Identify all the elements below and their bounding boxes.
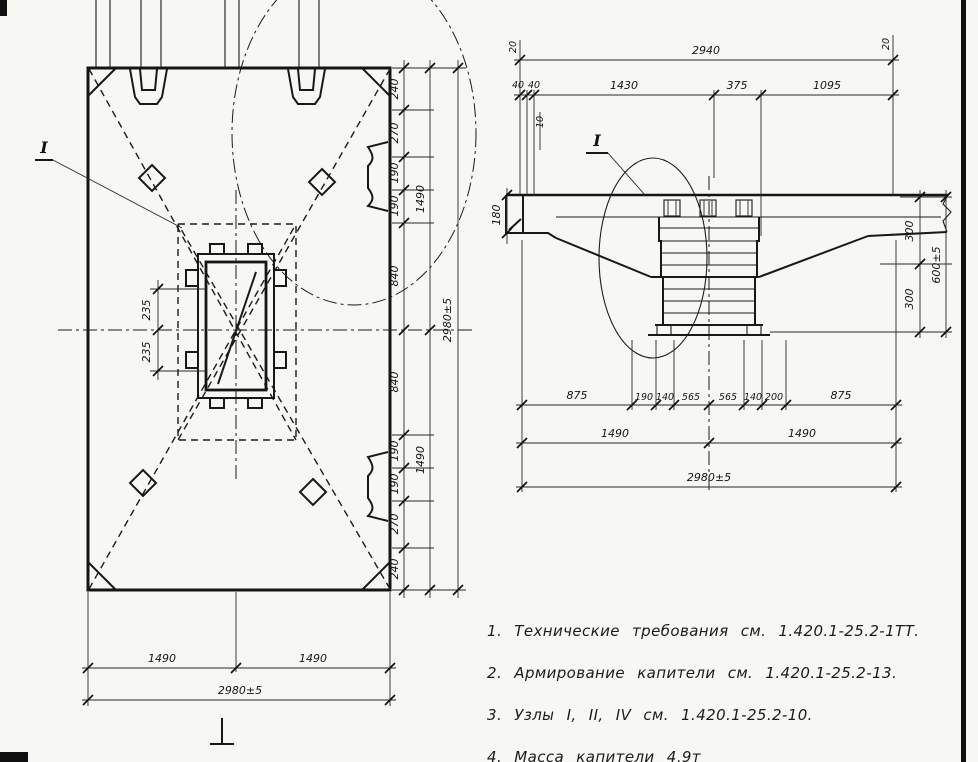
diagonal-dashed — [88, 68, 391, 590]
note-line: 3. Узлы I, II, IV см. 1.420.1-25.2-10. — [487, 706, 813, 724]
dim-label: 40 — [528, 80, 540, 91]
dim-label: 235 — [140, 342, 153, 363]
section-right-dims: 300 300 600±5 — [770, 190, 952, 338]
wall-bracket-upper — [366, 141, 389, 212]
dim-label: 200 — [765, 392, 783, 403]
diamond-mark — [307, 167, 337, 197]
detail-circle — [231, 0, 477, 306]
dim-label: 1490 — [414, 185, 427, 213]
node-leader — [607, 152, 646, 196]
plan-right-dims: 240 270 190 190 840 840 190 190 270 240 … — [388, 60, 466, 598]
detail-ellipse — [598, 157, 708, 359]
dim-label: 270 — [388, 123, 401, 144]
scan-artifact — [0, 0, 7, 16]
section-mark — [210, 718, 234, 745]
break-line — [942, 194, 952, 233]
dim-label: 10 — [535, 116, 546, 128]
dim-label: 2980±5 — [441, 298, 454, 342]
section-bottom-dims: 875 190 140 565 565 140 200 875 1490 149… — [516, 240, 902, 493]
diamond-mark — [128, 468, 158, 498]
top-notch-left — [129, 68, 168, 105]
dim-label: 2940 — [692, 44, 720, 57]
haunch-edges — [555, 231, 948, 278]
dim-label: 1430 — [610, 79, 638, 92]
dim-label: 875 — [831, 389, 852, 402]
dim-label: 375 — [727, 79, 748, 92]
dim-label: 300 — [903, 221, 916, 242]
note-line: 1. Технические требования см. 1.420.1-25… — [487, 622, 920, 640]
dim-label: 140 — [656, 392, 674, 403]
dim-label: 240 — [388, 559, 401, 580]
column-assembly — [185, 243, 287, 409]
dim-label: 840 — [388, 372, 401, 393]
dim-label: 1490 — [601, 427, 629, 440]
dim-label: 235 — [140, 300, 153, 321]
section-view: I 2940 20 20 40 40 1430 375 1095 10 180 — [490, 35, 952, 493]
cutoff-lines-top — [95, 0, 320, 68]
dim-label: 565 — [682, 392, 700, 403]
corner-chamfers — [87, 67, 391, 591]
dim-label: 190 — [388, 196, 401, 217]
technical-notes: 1. Технические требования см. 1.420.1-25… — [487, 620, 967, 762]
dim-label: 20 — [508, 41, 519, 53]
node-leader — [52, 159, 183, 229]
note-line: 2. Армирование капители см. 1.420.1-25.2… — [487, 664, 898, 682]
dim-label: 270 — [388, 514, 401, 535]
dim-label: 300 — [903, 289, 916, 310]
dim-label: 140 — [744, 392, 762, 403]
dim-label: 1490 — [148, 652, 176, 665]
dim-label: 1095 — [813, 79, 841, 92]
dim-label: 190 — [635, 392, 653, 403]
dim-label: 40 — [512, 80, 524, 91]
diamond-mark — [137, 163, 167, 193]
scan-artifact — [0, 752, 28, 762]
plan-node-label: I — [39, 138, 48, 157]
plan-bottom-dims: 1490 1490 2980±5 — [82, 592, 396, 706]
diamond-mark — [298, 477, 328, 507]
section-left-dim: 180 — [490, 188, 513, 244]
dim-label: 1490 — [788, 427, 816, 440]
plan-left-dims: 235 235 — [140, 280, 206, 380]
left-end-block — [505, 195, 557, 239]
section-node-label: I — [592, 131, 601, 150]
dim-label: 1490 — [414, 446, 427, 474]
dim-label: 2980±5 — [218, 684, 262, 697]
dim-label: 2980±5 — [687, 471, 731, 484]
frame-border-right — [961, 0, 966, 762]
dim-label: 875 — [567, 389, 588, 402]
note-line: 4. Масса капители 4,9т — [487, 748, 701, 762]
dim-label: 20 — [881, 38, 892, 50]
dim-label: 190 — [388, 163, 401, 184]
dim-label: 190 — [388, 474, 401, 495]
plan-view: I 235 235 240 270 190 190 840 840 190 19… — [35, 0, 477, 745]
dim-label: 600±5 — [930, 246, 943, 283]
dim-label: 240 — [388, 79, 401, 100]
dim-label: 190 — [388, 441, 401, 462]
dim-label: 840 — [388, 266, 401, 287]
dim-label: 1490 — [299, 652, 327, 665]
section-top-dims: 2940 20 20 40 40 1430 375 1095 10 — [508, 35, 899, 236]
top-notch-right — [287, 68, 326, 105]
dim-label: 565 — [719, 392, 737, 403]
dim-label: 180 — [490, 205, 503, 226]
wall-bracket-lower — [366, 451, 389, 522]
